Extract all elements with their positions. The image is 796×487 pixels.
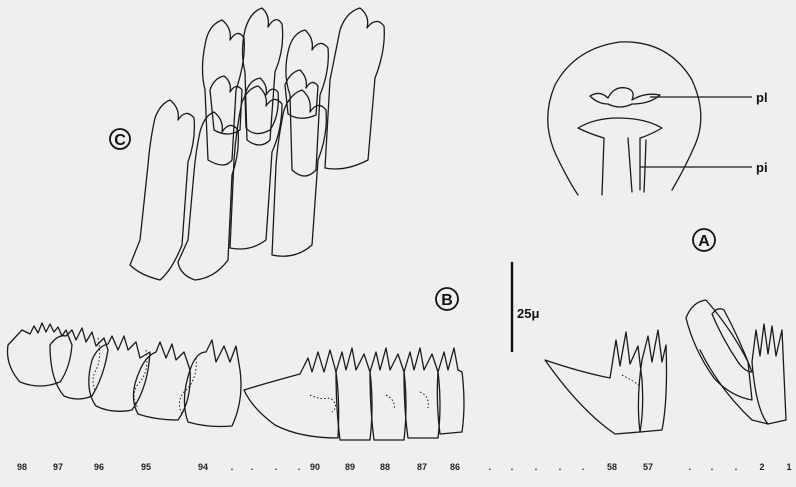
pharynx-inner-lumen xyxy=(628,138,646,192)
row-number-2: 2 xyxy=(759,462,764,472)
row-number-dot: . xyxy=(559,462,562,472)
tooth-87 xyxy=(404,348,440,438)
tooth-86 xyxy=(437,348,464,434)
row-number-90: 90 xyxy=(310,462,320,472)
tooth-1 xyxy=(752,324,786,424)
inner-dotted-58 xyxy=(622,375,640,386)
row-number-dot: . xyxy=(298,462,301,472)
row-number-dot: . xyxy=(689,462,692,472)
row-number-97: 97 xyxy=(53,462,63,472)
tooth-2 xyxy=(686,300,752,400)
row-number-88: 88 xyxy=(380,462,390,472)
row-number-dot: . xyxy=(489,462,492,472)
tooth-95 xyxy=(133,342,190,420)
row-number-94: 94 xyxy=(198,462,208,472)
panel-label-a: A xyxy=(693,229,715,251)
row-number-dot: . xyxy=(251,462,254,472)
svg-text:B: B xyxy=(441,292,453,309)
label-pi: pi xyxy=(756,160,768,175)
row-number-96: 96 xyxy=(94,462,104,472)
pharynx-collar xyxy=(578,118,662,195)
tooth-89 xyxy=(336,348,372,440)
tooth-row-numbers: 98 97 96 95 94.... 90 89 88 87 86..... 58 57... 2 1 xyxy=(17,462,792,472)
tooth-c-back-2 xyxy=(243,8,283,145)
panel-label-b: B xyxy=(436,288,458,310)
panel-label-c: C xyxy=(110,129,130,149)
row-number-dot: . xyxy=(231,462,234,472)
row-number-86: 86 xyxy=(450,462,460,472)
svg-text:C: C xyxy=(114,132,126,149)
row-number-87: 87 xyxy=(417,462,427,472)
tooth-96 xyxy=(89,336,150,411)
row-number-1: 1 xyxy=(786,462,791,472)
panel-b-tooth-row xyxy=(8,300,787,440)
tooth-88 xyxy=(370,348,406,440)
tooth-98 xyxy=(8,323,73,386)
tooth-90 xyxy=(244,350,339,438)
pharynx-plate xyxy=(590,88,660,107)
tooth-c-front-2 xyxy=(178,112,238,280)
tooth-58 xyxy=(545,332,643,434)
row-number-dot: . xyxy=(582,462,585,472)
tooth-c-front-1 xyxy=(130,100,194,280)
row-number-89: 89 xyxy=(345,462,355,472)
tooth-c-front-3 xyxy=(230,86,282,249)
row-number-dot: . xyxy=(735,462,738,472)
panel-a-pharynx xyxy=(548,42,752,195)
tooth-2-inner-loop xyxy=(712,309,752,372)
tooth-c-back-3 xyxy=(286,30,328,176)
row-number-98: 98 xyxy=(17,462,27,472)
tooth-94 xyxy=(184,340,241,427)
tooth-1-base xyxy=(700,350,768,424)
inner-dotted-95 xyxy=(179,358,196,414)
inner-dotted-87 xyxy=(420,392,428,408)
label-pl: pl xyxy=(756,90,768,105)
row-number-58: 58 xyxy=(607,462,617,472)
inner-dotted-90 xyxy=(310,395,336,412)
row-number-dot: . xyxy=(275,462,278,472)
panel-c-teeth-cluster xyxy=(130,8,384,280)
row-number-57: 57 xyxy=(643,462,653,472)
row-number-95: 95 xyxy=(141,462,151,472)
row-number-dot: . xyxy=(535,462,538,472)
tooth-c-front-4 xyxy=(272,90,326,256)
row-number-dot: . xyxy=(711,462,714,472)
svg-text:A: A xyxy=(698,233,710,250)
scale-bar-label: 25μ xyxy=(517,306,539,321)
tooth-c-back-4 xyxy=(325,8,384,169)
inner-dotted-88 xyxy=(386,395,394,410)
tooth-97 xyxy=(50,328,108,399)
row-number-dot: . xyxy=(511,462,514,472)
